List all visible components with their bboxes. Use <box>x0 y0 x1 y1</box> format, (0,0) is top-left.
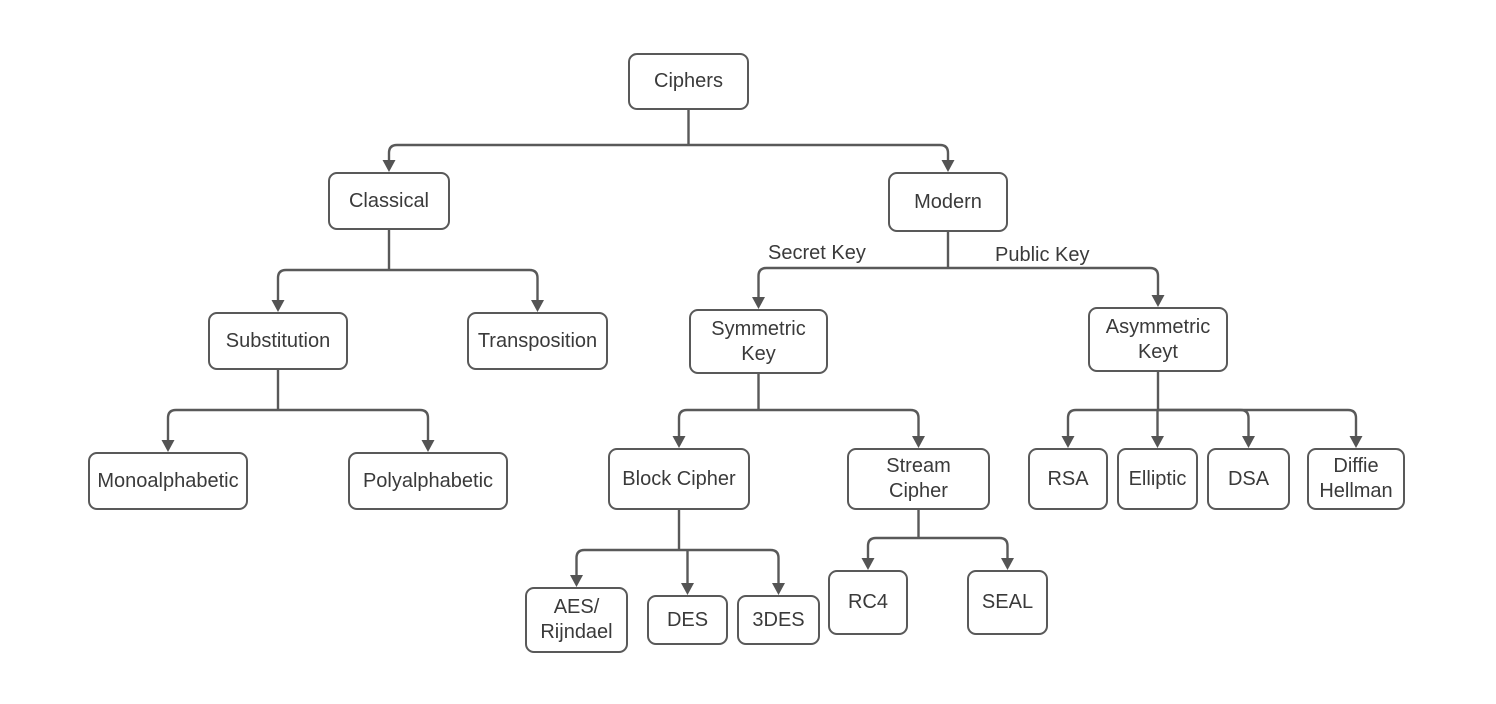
node-monoalphabetic[interactable]: Monoalphabetic <box>88 452 248 510</box>
edge-asymmetric-children <box>1061 372 1363 448</box>
edge-ciphers-classical <box>387 143 689 161</box>
arrowhead-icon <box>672 436 686 448</box>
edge-substitution-polyalphabetic <box>278 408 430 441</box>
node-stream-cipher[interactable]: Stream Cipher <box>847 448 990 510</box>
node-seal[interactable]: SEAL <box>967 570 1048 635</box>
arrowhead-icon <box>1151 436 1164 448</box>
edge-block-children <box>570 510 785 595</box>
edge-ciphers-children <box>382 110 955 172</box>
edge-classical-substitution <box>276 268 389 301</box>
edge-symmetric-stream <box>758 408 920 437</box>
arrowhead-icon <box>570 575 583 587</box>
edge-asymmetric-dsa <box>1158 408 1250 437</box>
arrowhead-icon <box>1349 436 1363 448</box>
node-substitution[interactable]: Substitution <box>208 312 348 370</box>
node-polyalphabetic[interactable]: Polyalphabetic <box>348 452 508 510</box>
edge-asymmetric-rsa <box>1066 408 1158 437</box>
node-3des[interactable]: 3DES <box>737 595 820 645</box>
arrowhead-icon <box>1001 558 1014 570</box>
edge-label-secret-key: Secret Key <box>768 242 866 264</box>
edge-asymmetric-diffie <box>1158 408 1358 437</box>
arrowhead-icon <box>861 558 875 570</box>
edge-stream-rc4 <box>866 536 919 559</box>
arrowhead-icon <box>161 440 175 452</box>
edge-stream-children <box>861 510 1014 570</box>
node-elliptic[interactable]: Elliptic <box>1117 448 1198 510</box>
arrowhead-icon <box>941 160 955 172</box>
arrowhead-icon <box>1242 436 1255 448</box>
arrowhead-icon <box>681 583 694 595</box>
edge-label-public-key: Public Key <box>995 244 1090 266</box>
node-diffie-hellman[interactable]: Diffie Hellman <box>1307 448 1405 510</box>
node-dsa[interactable]: DSA <box>1207 448 1290 510</box>
node-rc4[interactable]: RC4 <box>828 570 908 635</box>
node-aes-rijndael[interactable]: AES/ Rijndael <box>525 587 628 653</box>
arrowhead-icon <box>382 160 396 172</box>
edge-ciphers-modern <box>688 143 950 161</box>
edge-substitution-children <box>161 370 435 452</box>
node-symmetric-key[interactable]: Symmetric Key <box>689 309 828 374</box>
node-modern[interactable]: Modern <box>888 172 1008 232</box>
node-ciphers[interactable]: Ciphers <box>628 53 749 110</box>
edge-block-aes <box>575 548 679 576</box>
arrowhead-icon <box>1151 295 1165 307</box>
edge-symmetric-children <box>672 374 925 448</box>
edge-stream-seal <box>918 536 1009 559</box>
node-des[interactable]: DES <box>647 595 728 645</box>
arrowhead-icon <box>421 440 435 452</box>
node-classical[interactable]: Classical <box>328 172 450 230</box>
edge-modern-symmetric <box>757 266 948 298</box>
node-asymmetric-key[interactable]: Asymmetric Keyt <box>1088 307 1228 372</box>
edge-block-3des <box>679 548 780 584</box>
node-rsa[interactable]: RSA <box>1028 448 1108 510</box>
node-block-cipher[interactable]: Block Cipher <box>608 448 750 510</box>
edge-symmetric-block <box>677 408 759 437</box>
node-transposition[interactable]: Transposition <box>467 312 608 370</box>
arrowhead-icon <box>1061 436 1075 448</box>
edge-classical-transposition <box>389 268 539 301</box>
edge-substitution-monoalphabetic <box>166 408 278 441</box>
arrowhead-icon <box>912 436 925 448</box>
arrowhead-icon <box>752 297 765 309</box>
edge-modern-children <box>752 232 1165 309</box>
arrowhead-icon <box>772 583 785 595</box>
arrowhead-icon <box>531 300 544 312</box>
arrowhead-icon <box>271 300 285 312</box>
edge-classical-children <box>271 230 544 312</box>
edge-modern-asymmetric <box>948 266 1160 296</box>
